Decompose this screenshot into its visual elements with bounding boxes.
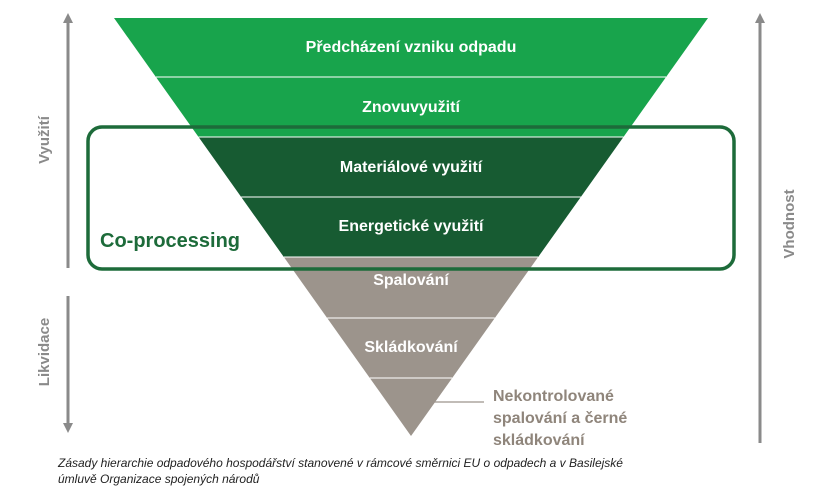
level-label-incineration: Spalování (373, 272, 449, 289)
level-band-landfill (327, 318, 495, 378)
figure-caption: Zásady hierarchie odpadového hospodářstv… (58, 455, 798, 487)
level-label-material-recovery: Materiálové využití (340, 159, 483, 176)
level-separators (155, 76, 667, 379)
level-label-energy-recovery: Energetické využití (339, 218, 485, 235)
level-label-prevention: Předcházení vzniku odpadu (306, 39, 517, 56)
caption-line-2: úmluvě Organizace spojených národů (58, 472, 260, 486)
caption-line-1: Zásady hierarchie odpadového hospodářstv… (58, 456, 623, 470)
suitability-label: Vhodnost (781, 189, 798, 258)
disposal-label: Likvidace (36, 318, 53, 386)
level-band-energy-recovery (241, 197, 581, 257)
level-label-reuse: Znovuvyužití (362, 99, 460, 116)
level-band-incineration (283, 257, 539, 318)
level-band-uncontrolled (369, 378, 453, 436)
uncontrolled-note-line-1: Nekontrolované (493, 388, 614, 405)
utilization-label: Využití (36, 115, 53, 164)
level-label-landfill: Skládkování (364, 339, 458, 356)
hierarchy-levels (114, 18, 708, 436)
uncontrolled-note-line-3: skládkování (493, 432, 585, 449)
level-band-reuse (155, 77, 667, 137)
coprocessing-frame (86, 125, 736, 271)
uncontrolled-note-line-2: spalování a černé (493, 410, 627, 427)
coprocessing-label: Co-processing (100, 230, 240, 252)
level-band-prevention (114, 18, 708, 77)
level-band-material-recovery (198, 137, 624, 197)
